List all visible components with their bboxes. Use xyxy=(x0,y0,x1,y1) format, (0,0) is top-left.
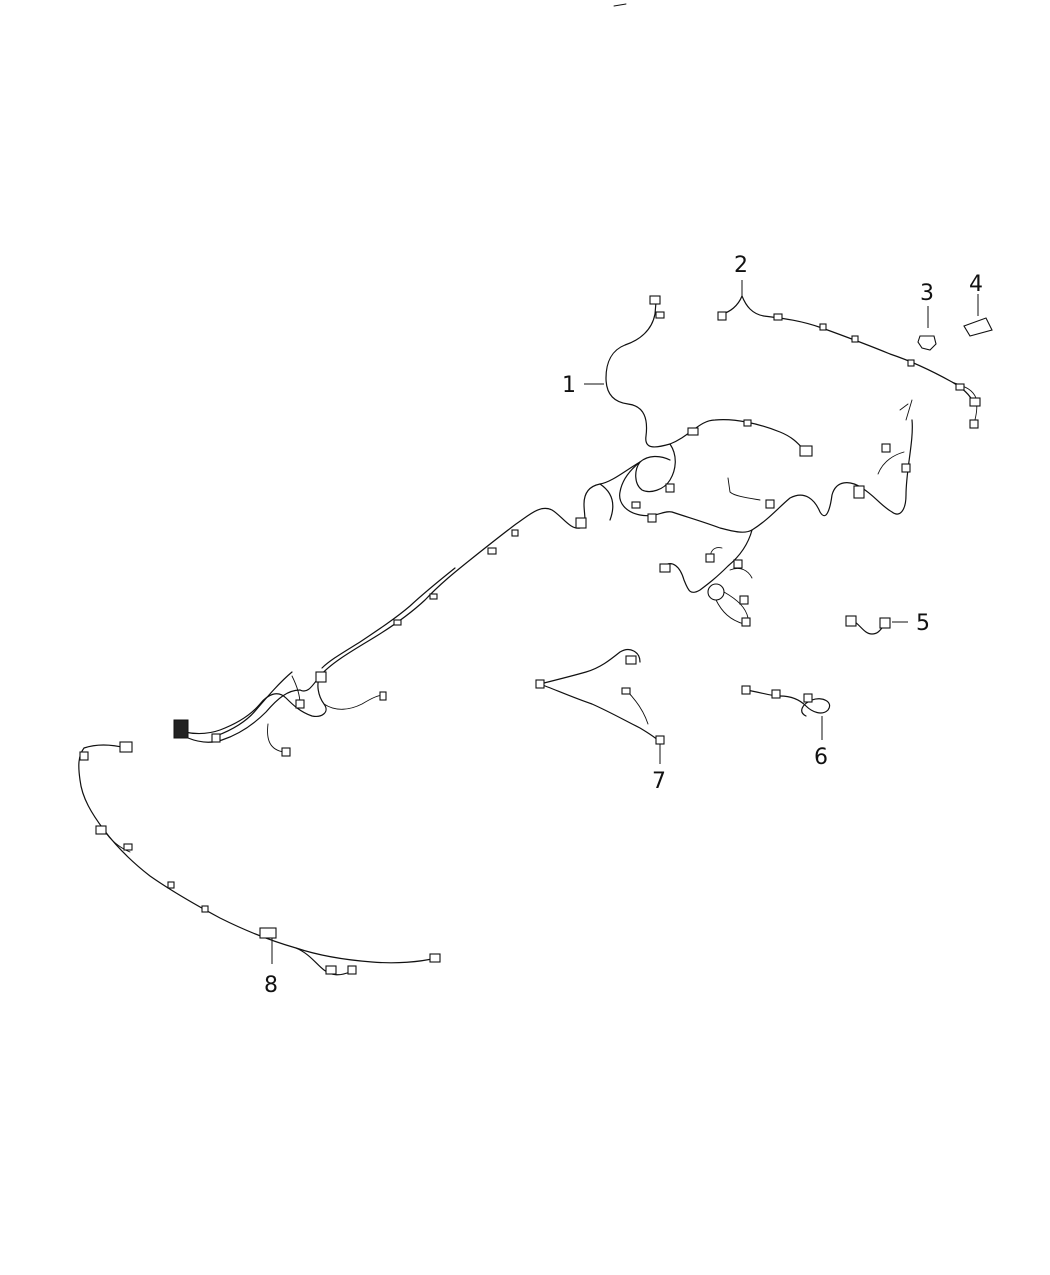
callout-8: 8 xyxy=(264,973,278,998)
top-mark xyxy=(613,3,627,7)
callout-7: 7 xyxy=(652,769,666,794)
callout-label-5: 5 xyxy=(916,611,930,636)
callout-label-6: 6 xyxy=(814,745,828,770)
part-2-roof-wiring-harness xyxy=(717,280,981,429)
callout-label-2: 2 xyxy=(734,253,748,278)
callout-2: 2 xyxy=(734,253,748,278)
callout-label-3: 3 xyxy=(920,281,934,306)
callout-label-4: 4 xyxy=(969,272,983,297)
part-4-connector xyxy=(963,294,993,337)
callout-6: 6 xyxy=(814,745,828,770)
part-3-connector xyxy=(917,306,937,351)
part-8-bumper-wiring-harness xyxy=(78,741,441,976)
part-7-jumper-harness xyxy=(535,649,665,764)
callout-label-8: 8 xyxy=(264,973,278,998)
callout-5: 5 xyxy=(916,611,930,636)
part-5-jumper-harness xyxy=(845,615,908,635)
callout-3: 3 xyxy=(920,281,934,306)
callout-label-1: 1 xyxy=(562,373,576,398)
callout-4: 4 xyxy=(969,272,983,297)
callout-label-7: 7 xyxy=(652,769,666,794)
part-6-jumper-harness xyxy=(741,685,831,740)
callout-1: 1 xyxy=(562,373,604,398)
part-1-body-wiring-harness xyxy=(173,295,913,757)
